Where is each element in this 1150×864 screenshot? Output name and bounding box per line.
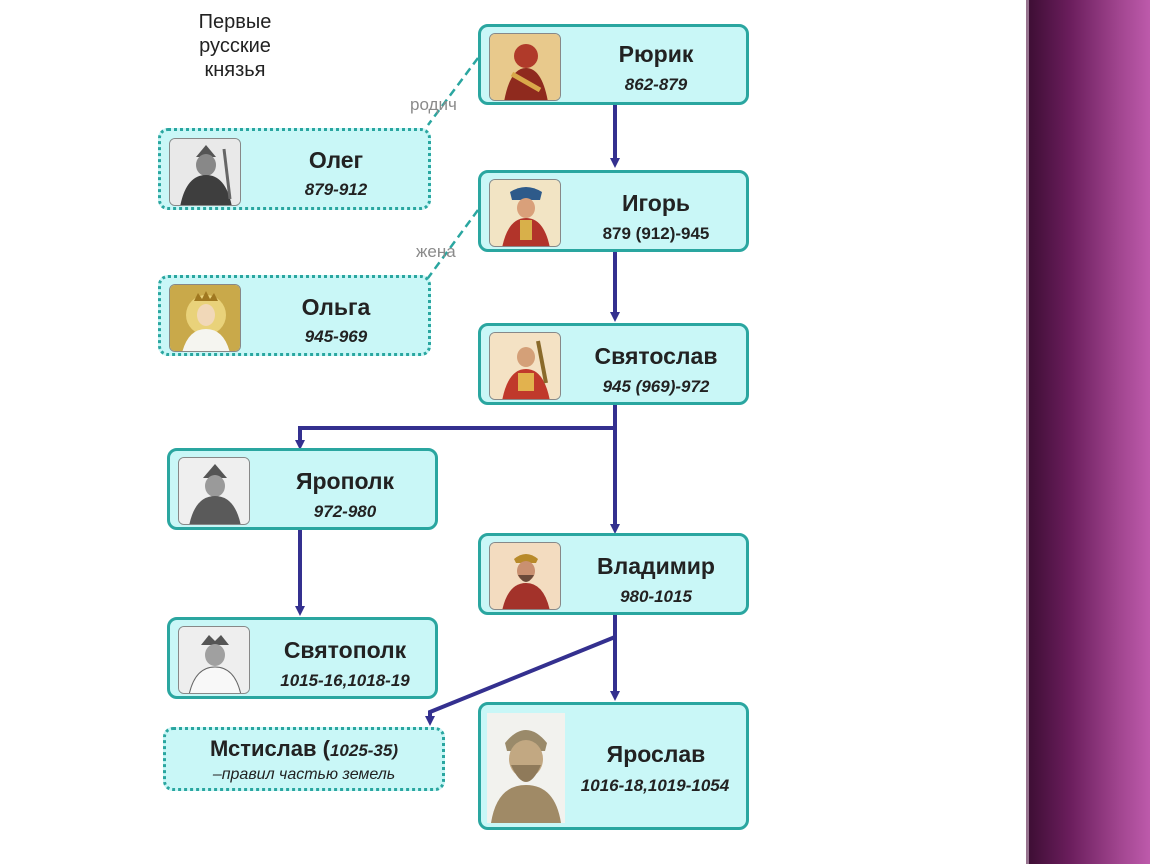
igor-name: Игорь <box>621 190 691 216</box>
prince-card-oleg: Олег 879-912 <box>158 128 431 210</box>
prince-card-vladimir: Владимир 980-1015 <box>478 533 749 615</box>
decorative-sidebar <box>1026 0 1150 864</box>
arrow-vladimir-mstislav <box>425 635 616 726</box>
svyatoslav-name: Святослав <box>594 343 718 369</box>
prince-card-igor: Игорь 879 (912)-945 <box>478 170 749 252</box>
olga-dates: 945-969 <box>304 327 368 346</box>
vladimir-portrait <box>489 542 561 610</box>
mstislav-title: Мстислав (1025-35) <box>166 736 442 762</box>
prince-card-yaropolk: Ярополк 972-980 <box>167 448 438 530</box>
rodich-link <box>426 57 480 126</box>
zhena-link <box>426 209 480 279</box>
mstislav-name: Мстислав ( <box>209 736 330 761</box>
prince-card-olga: Ольга 945-969 <box>158 275 431 356</box>
yaroslav-dates: 1016-18,1019-1054 <box>580 776 730 795</box>
yaropolk-dates: 972-980 <box>313 502 377 521</box>
svyatoslav-portrait <box>489 332 561 400</box>
svyatopolk-portrait <box>178 626 250 694</box>
vladimir-name: Владимир <box>597 553 715 579</box>
olga-name: Ольга <box>301 294 371 320</box>
igor-portrait <box>489 179 561 247</box>
yaroslav-name: Ярослав <box>606 741 706 767</box>
prince-card-mstislav: Мстислав (1025-35) –правил частью земель <box>163 727 445 791</box>
oleg-name: Олег <box>308 147 364 173</box>
oleg-portrait <box>169 138 241 206</box>
igor-dates: 879 (912)-945 <box>602 224 710 243</box>
vladimir-dates: 980-1015 <box>620 587 692 606</box>
oleg-dates: 879-912 <box>304 180 368 199</box>
rodich-label: родич <box>410 95 457 114</box>
prince-card-svyatoslav: Святослав 945 (969)-972 <box>478 323 749 405</box>
prince-card-yaroslav: Ярослав 1016-18,1019-1054 <box>478 702 749 830</box>
ryurik-name: Рюрик <box>618 41 694 67</box>
ryurik-portrait <box>489 33 561 101</box>
mstislav-dates: 1025-35) <box>329 741 399 760</box>
yaropolk-portrait <box>178 457 250 525</box>
olga-portrait <box>169 284 241 352</box>
svyatopolk-dates: 1015-16,1018-19 <box>280 671 410 690</box>
zhena-label: жена <box>416 242 456 261</box>
diagram-title: Первые русские князья <box>198 11 272 81</box>
prince-card-svyatopolk: Святополк 1015-16,1018-19 <box>167 617 438 699</box>
mstislav-note: –правил частью земель <box>212 766 396 783</box>
svyatopolk-name: Святополк <box>283 637 407 663</box>
svyatoslav-dates: 945 (969)-972 <box>602 377 710 396</box>
prince-card-ryurik: Рюрик 862-879 <box>478 24 749 105</box>
ryurik-dates: 862-879 <box>624 75 688 94</box>
yaropolk-name: Ярополк <box>295 468 395 494</box>
arrow-svyatoslav-yaropolk <box>295 405 617 450</box>
yaroslav-portrait <box>487 713 565 823</box>
